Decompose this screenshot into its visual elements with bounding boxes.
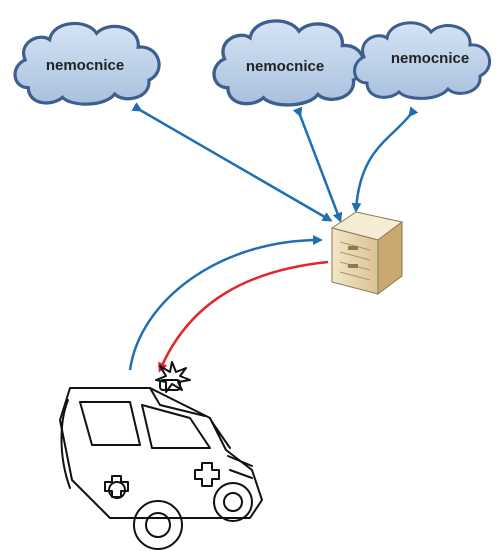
- link-server-to-ambulance: [158, 260, 329, 373]
- cloud-hospital-1: nemocnice: [13, 21, 161, 106]
- link-cloud-3-server: [351, 106, 419, 213]
- cloud-hospital-2: nemocnice: [212, 19, 366, 107]
- cloud-label: nemocnice: [46, 57, 124, 74]
- ambulance-icon: [59, 361, 263, 550]
- cloud-label: nemocnice: [246, 58, 324, 75]
- link-cloud-2-server: [292, 106, 343, 223]
- link-cloud-1-server: [131, 102, 333, 222]
- cloud-hospital-3: nemocnice: [352, 20, 492, 101]
- link-ambulance-to-server: [128, 235, 323, 371]
- server-icon: [330, 211, 404, 295]
- cloud-label: nemocnice: [391, 50, 469, 67]
